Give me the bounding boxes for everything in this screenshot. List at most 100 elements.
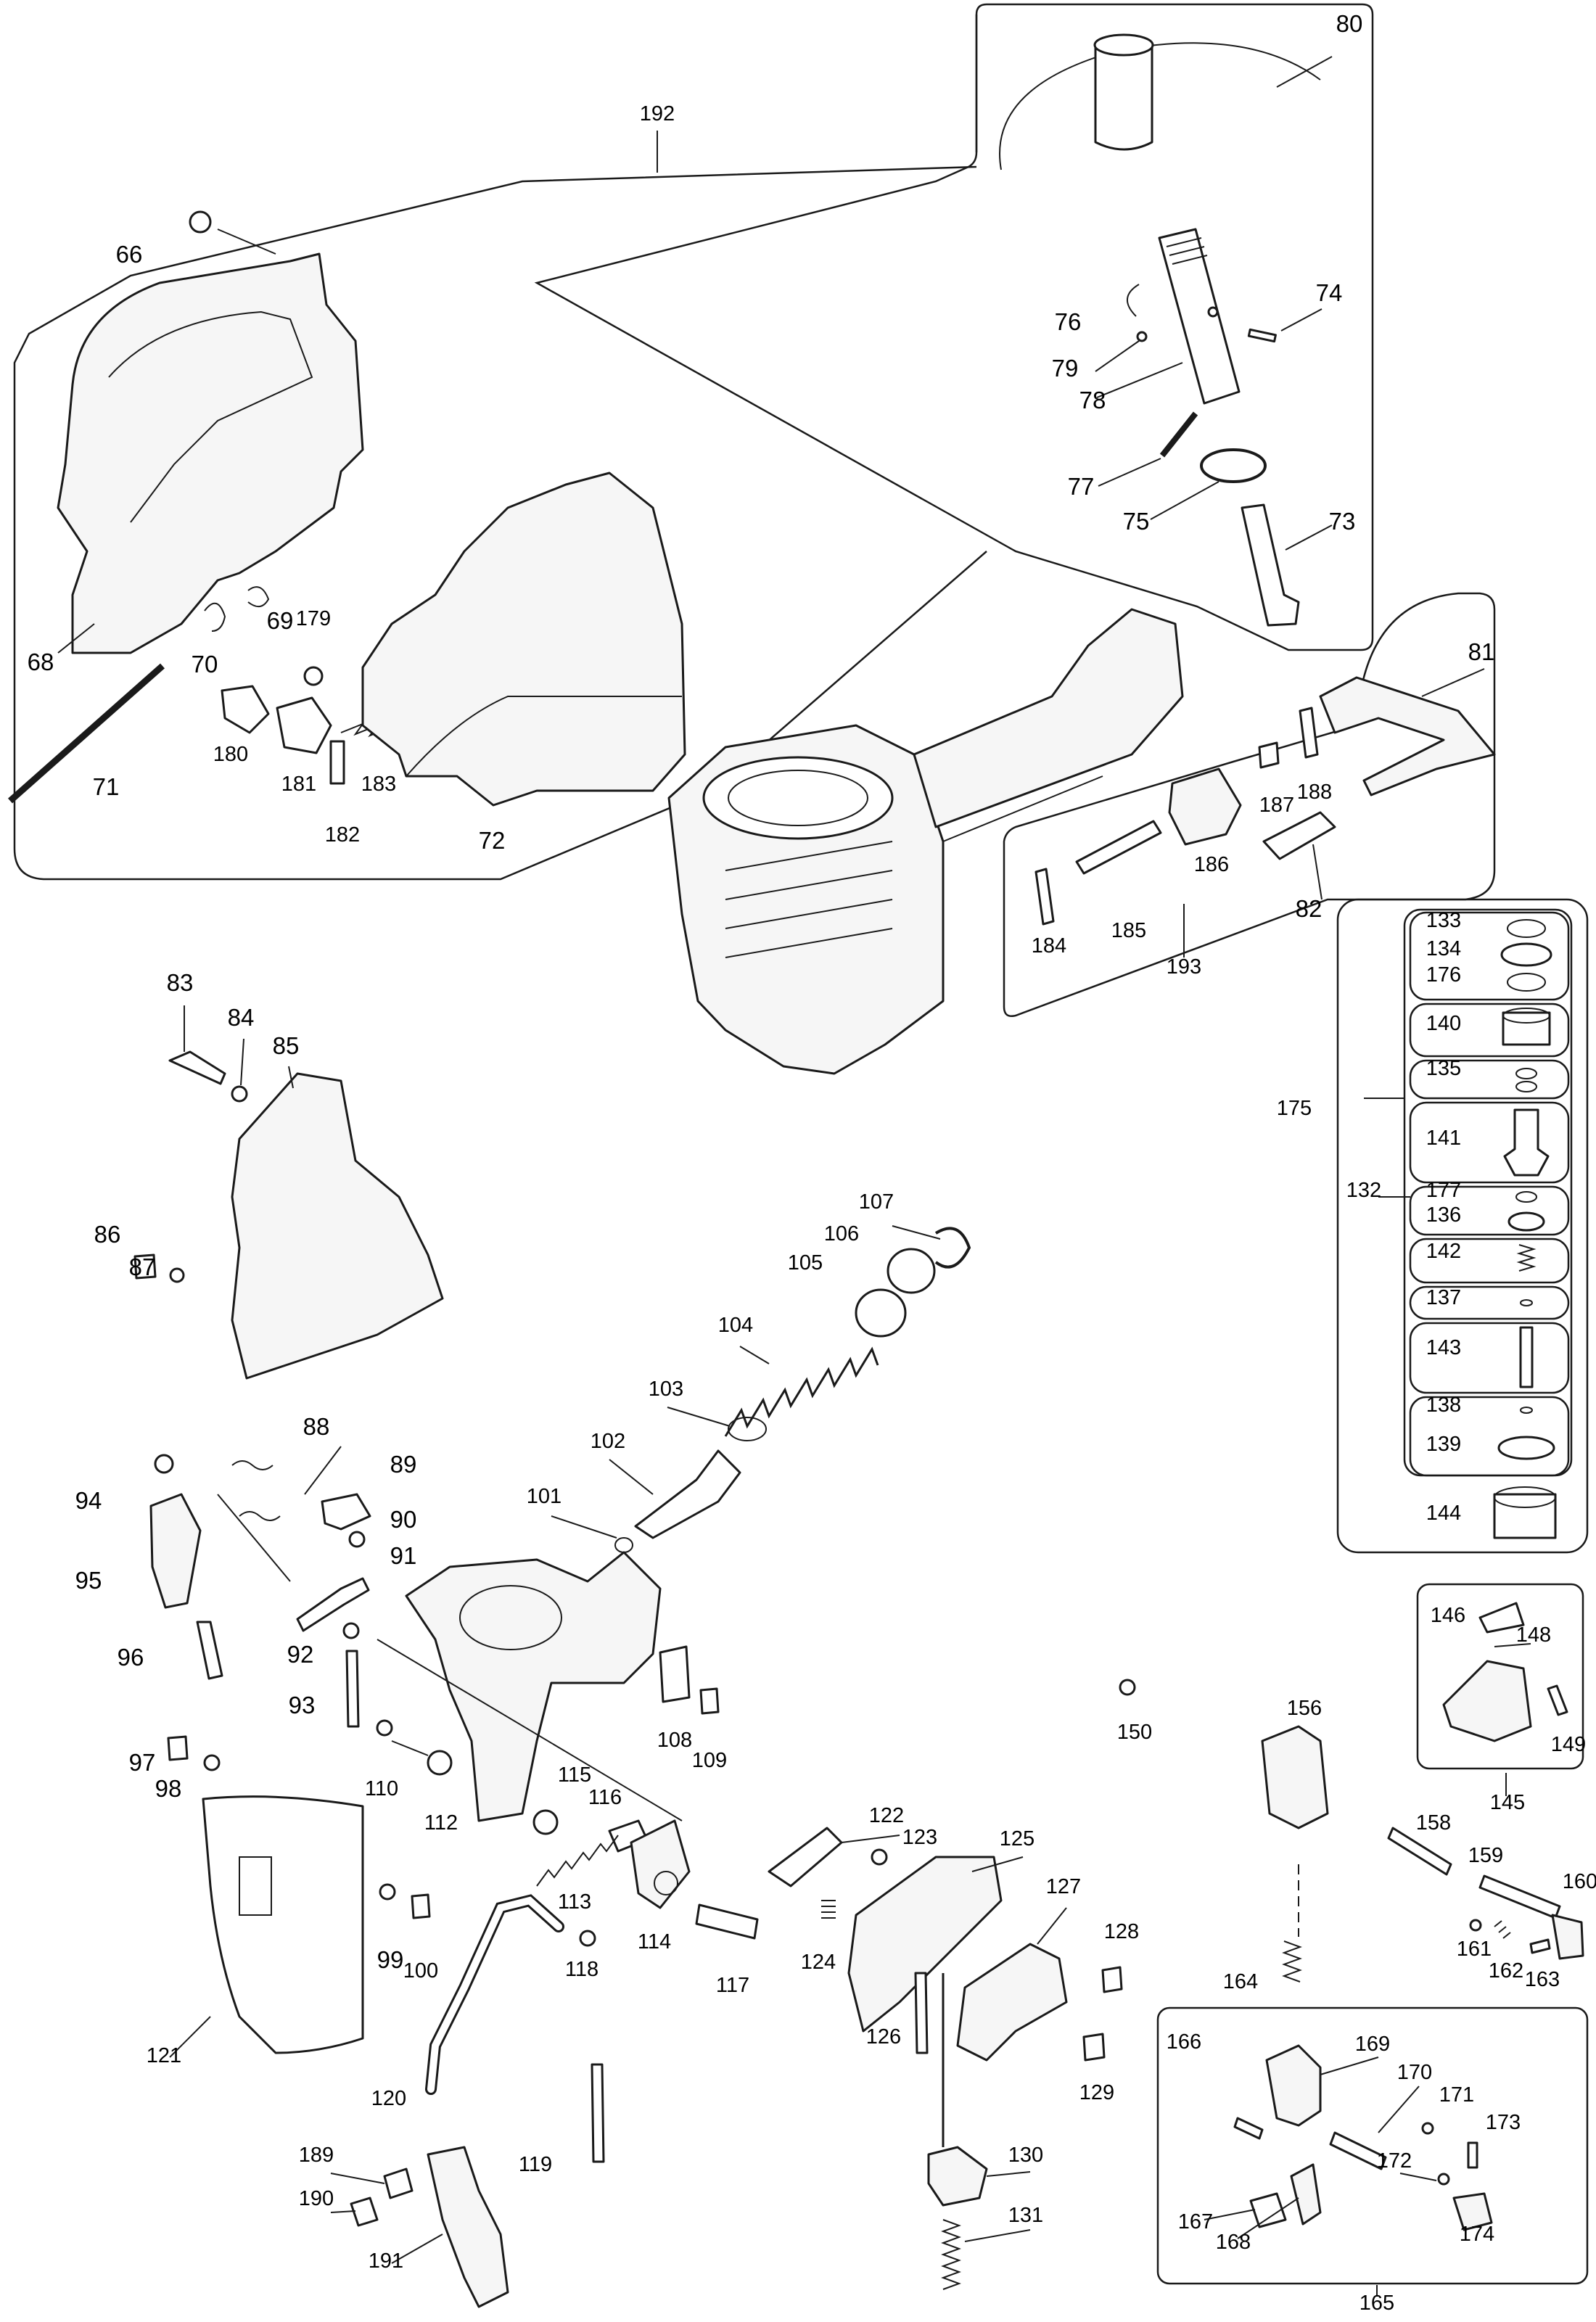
pin-117: [695, 1903, 759, 1940]
pin-182: [329, 740, 345, 785]
screw-129: [1082, 2033, 1106, 2062]
part-label-156: 156: [1287, 1697, 1322, 1720]
screw-190: [350, 2197, 379, 2227]
body-156: [1261, 1725, 1329, 1829]
part-label-124: 124: [801, 1951, 836, 1974]
part-label-83: 83: [167, 969, 194, 996]
part-label-134: 134: [1426, 937, 1461, 960]
spring-187: [1258, 741, 1280, 769]
washer-105: [855, 1288, 907, 1338]
part-label-183: 183: [361, 773, 396, 796]
part-label-76: 76: [1055, 308, 1082, 335]
part-label-77: 77: [1068, 473, 1095, 500]
washer-98: [203, 1754, 221, 1771]
part-label-173: 173: [1486, 2111, 1521, 2134]
part-label-176: 176: [1426, 963, 1461, 987]
part-label-145: 145: [1490, 1791, 1525, 1814]
part-label-93: 93: [289, 1692, 316, 1718]
part-label-86: 86: [94, 1221, 121, 1248]
clip-189: [383, 2167, 414, 2199]
part-label-158: 158: [1416, 1811, 1451, 1835]
spring-164: [1282, 1940, 1302, 1983]
part-label-79: 79: [1052, 355, 1079, 382]
part-label-192: 192: [640, 102, 675, 125]
part-label-131: 131: [1008, 2204, 1043, 2227]
part-label-171: 171: [1439, 2083, 1474, 2107]
frame-housing-group: [13, 15, 987, 881]
pin-96: [196, 1621, 223, 1680]
housing-125: [847, 1856, 1003, 2033]
bracket-122: [768, 1827, 843, 1887]
body-169: [1265, 2044, 1322, 2127]
part-label-135: 135: [1426, 1057, 1461, 1080]
frame-group-145: [1416, 1583, 1584, 1770]
latch-95: [149, 1493, 202, 1609]
screw-100: [411, 1893, 431, 1919]
bracket-85: [231, 1072, 444, 1380]
bracket-108: [659, 1645, 691, 1703]
part-label-126: 126: [866, 2025, 901, 2049]
part-label-117: 117: [716, 1974, 749, 1997]
part-label-108: 108: [657, 1729, 692, 1752]
part-label-80: 80: [1336, 10, 1363, 37]
part-label-133: 133: [1426, 909, 1461, 932]
part-label-181: 181: [281, 773, 316, 796]
screw-109: [699, 1687, 720, 1715]
spring-104: [724, 1346, 879, 1437]
washer-179: [303, 666, 324, 686]
ball-161: [1469, 1919, 1482, 1932]
block-167: [1249, 2192, 1287, 2228]
part-label-140: 140: [1426, 1012, 1461, 1035]
washer-87: [169, 1267, 185, 1283]
part-label-132: 132: [1346, 1179, 1381, 1202]
frame-group-165: [1156, 2006, 1589, 2285]
part-label-130: 130: [1008, 2144, 1043, 2167]
part-label-170: 170: [1397, 2061, 1432, 2084]
part-label-69: 69: [267, 607, 294, 634]
guard-68: [57, 252, 364, 654]
button-160: [1551, 1914, 1584, 1960]
part-label-90: 90: [390, 1506, 417, 1533]
part-label-127: 127: [1046, 1875, 1081, 1898]
part-label-84: 84: [228, 1004, 255, 1031]
knob-174: [1452, 2192, 1493, 2231]
part-label-142: 142: [1426, 1240, 1461, 1263]
part-label-116: 116: [588, 1786, 622, 1809]
part-label-185: 185: [1111, 919, 1146, 942]
block-186: [1168, 767, 1242, 846]
washer-92: [342, 1622, 360, 1639]
part-label-169: 169: [1355, 2033, 1390, 2056]
part-label-88: 88: [303, 1413, 330, 1440]
part-label-164: 164: [1223, 1970, 1258, 1993]
pin-119: [591, 2063, 605, 2163]
pin-149: [1547, 1684, 1568, 1716]
part-label-66: 66: [116, 241, 143, 268]
pin-163: [1529, 1938, 1551, 1954]
part-label-121: 121: [147, 2044, 181, 2067]
washer-106: [887, 1248, 936, 1294]
washer-123: [871, 1848, 888, 1866]
lever-81: [1319, 676, 1496, 796]
spring-clip-70: [204, 602, 226, 632]
snap-ring-107: [934, 1227, 971, 1269]
part-label-109: 109: [692, 1749, 727, 1772]
sub-frames-175: [1409, 911, 1570, 1477]
screw-86: [133, 1253, 157, 1280]
latch-181: [276, 696, 332, 754]
part-label-119: 119: [519, 2153, 552, 2176]
part-label-150: 150: [1117, 1721, 1152, 1744]
driver-130: [927, 2146, 988, 2207]
spring-90: [348, 1531, 366, 1548]
part-label-193: 193: [1167, 955, 1201, 979]
part-label-91: 91: [390, 1542, 417, 1569]
post-shaft-78: [1158, 228, 1241, 405]
washer-99: [379, 1883, 396, 1901]
bracket-145-part: [1442, 1660, 1532, 1742]
pin-173: [1467, 2141, 1478, 2169]
nut-66: [189, 210, 212, 234]
part-label-182: 182: [325, 823, 360, 847]
valve-parts-175: [1493, 919, 1557, 1539]
frame-group-132: [1336, 898, 1589, 1554]
spring-124: [821, 1900, 836, 1919]
part-label-161: 161: [1457, 1938, 1492, 1961]
